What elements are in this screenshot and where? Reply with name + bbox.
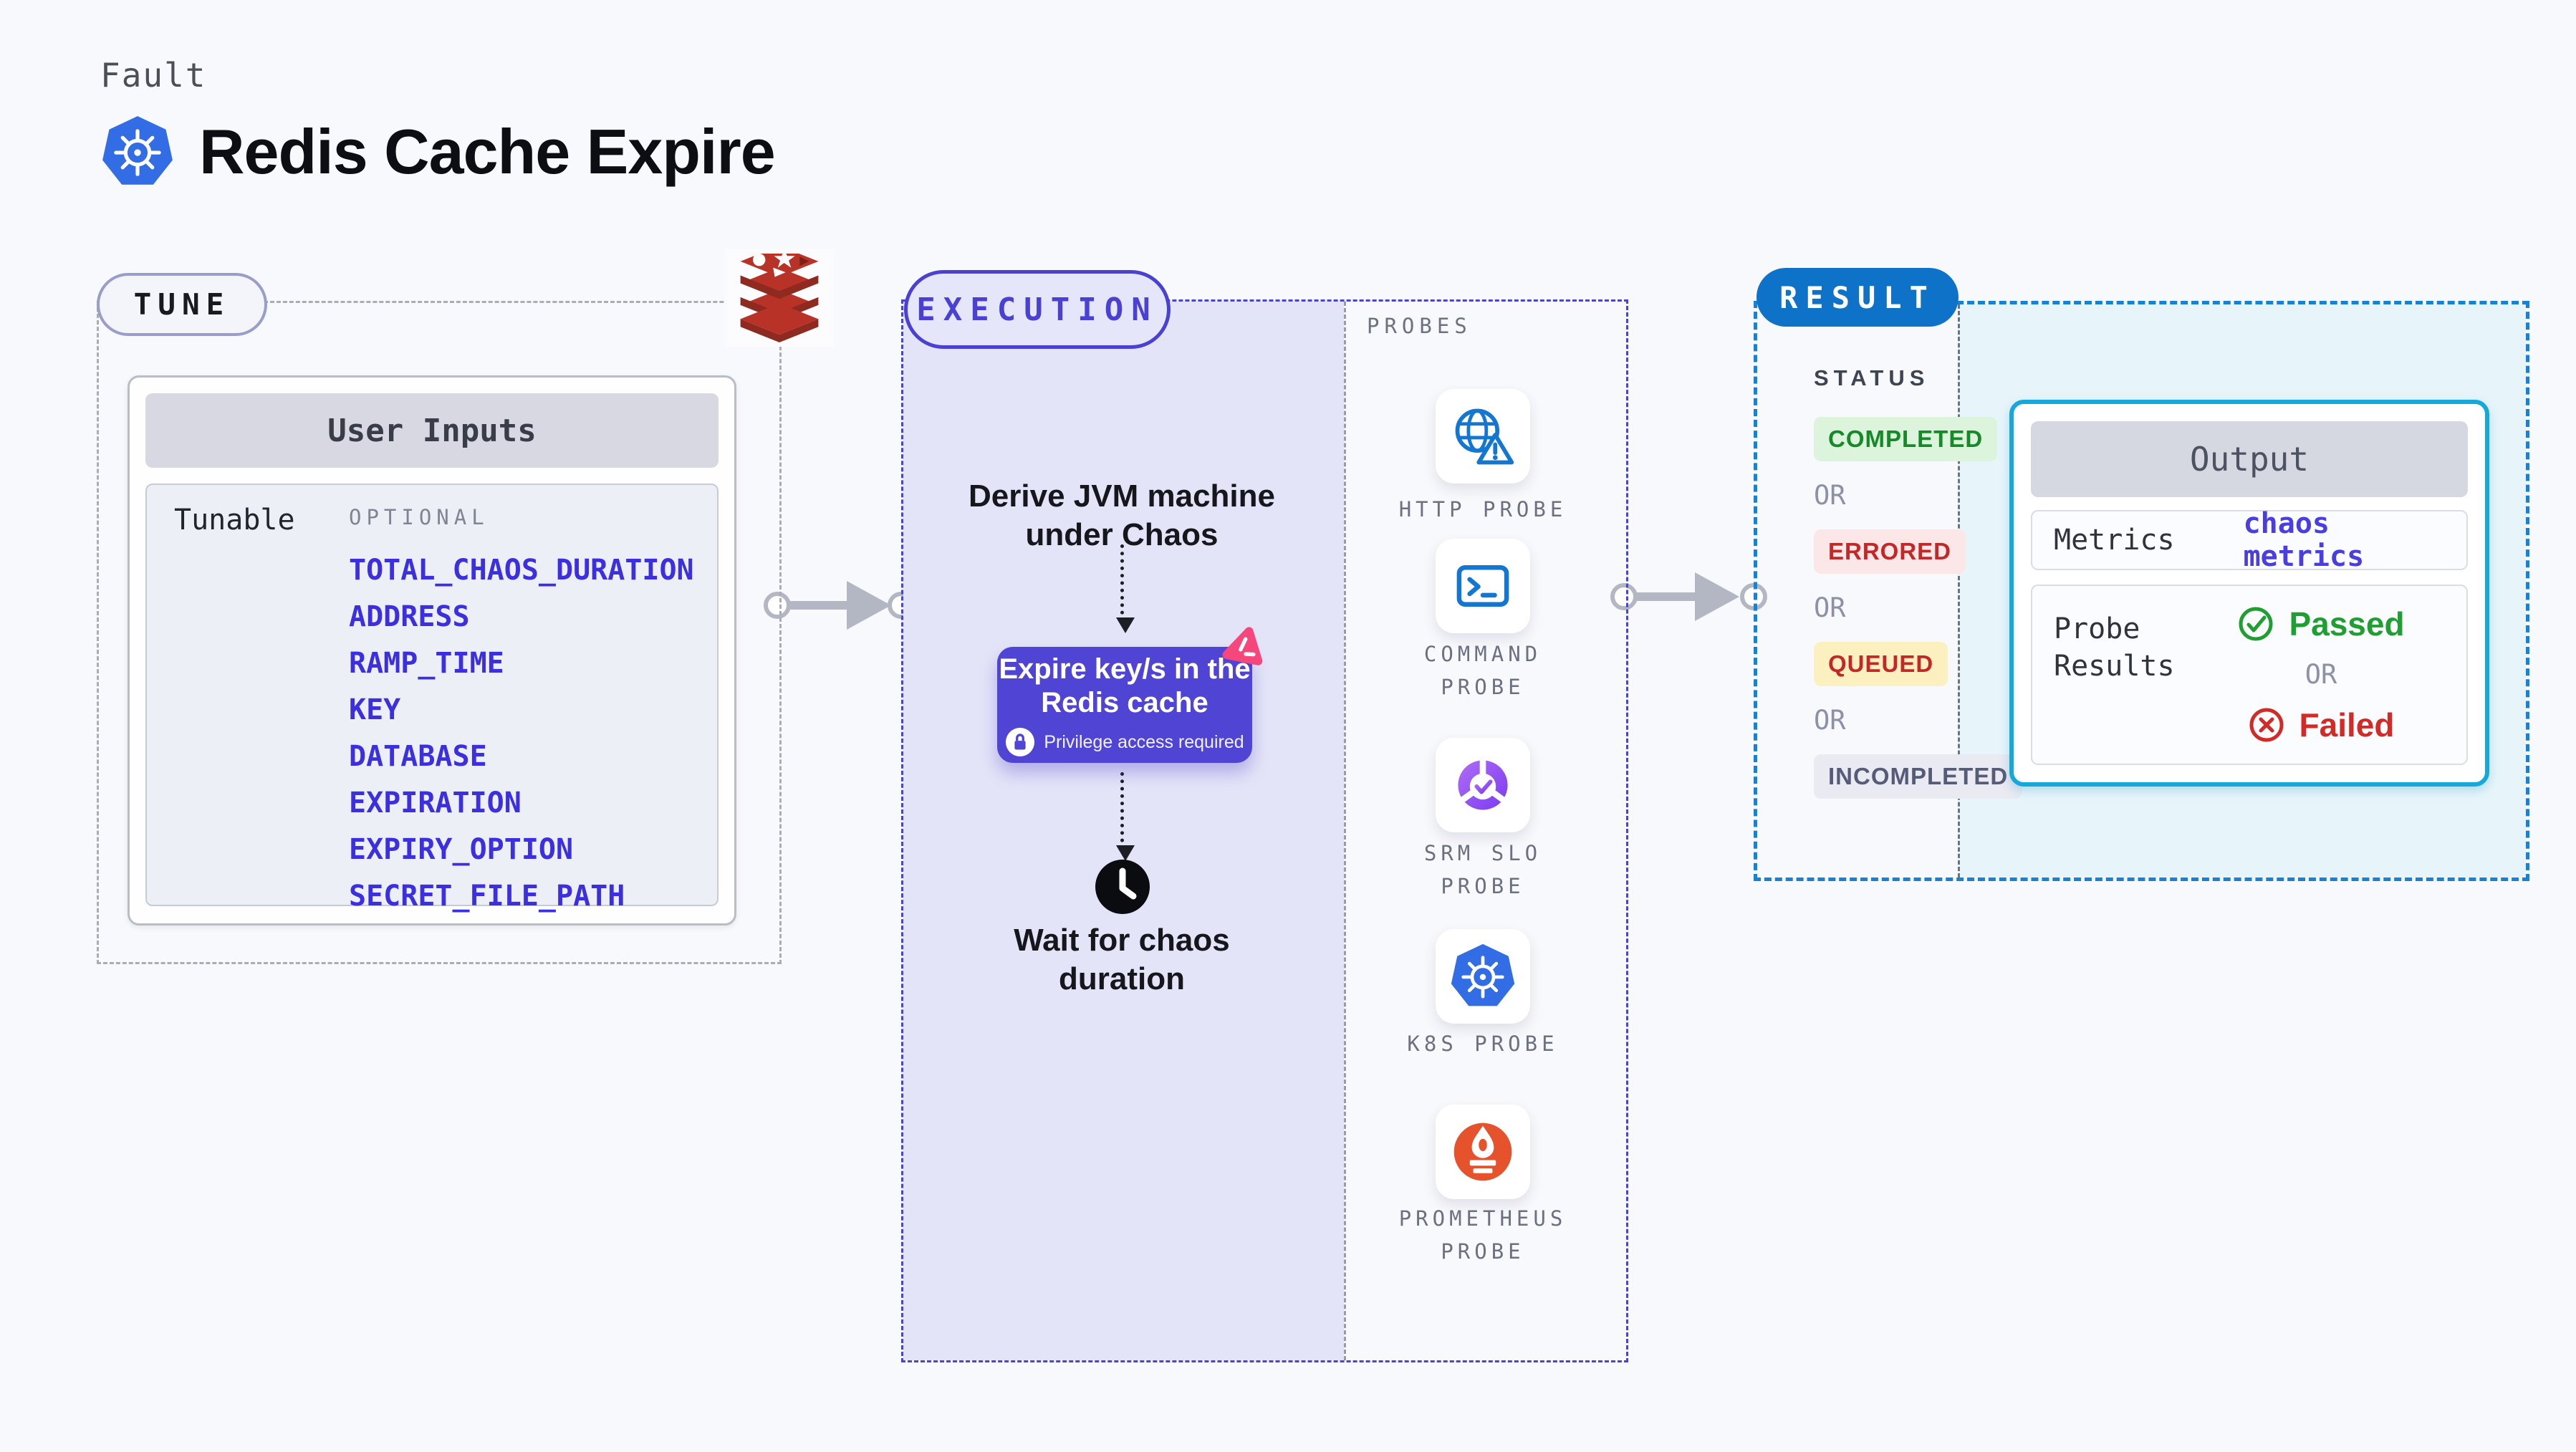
optional-label: OPTIONAL	[349, 505, 489, 529]
command-probe-card	[1436, 539, 1530, 633]
srm-slo-probe-label: SRM SLO PROBE	[1423, 841, 1542, 899]
command-probe-label: COMMAND PROBE	[1423, 642, 1542, 700]
user-inputs-body: Tunable OPTIONAL TOTAL_CHAOS_DURATION AD…	[145, 484, 719, 913]
tune-badge: TUNE	[97, 273, 267, 336]
or-label: OR	[2305, 659, 2337, 690]
probes-label: PROBES	[1367, 314, 1472, 338]
privilege-note-text: Privilege access required	[1044, 731, 1244, 752]
k8s-probe-icon	[1449, 943, 1517, 1010]
chaos-fault-icon	[1222, 627, 1263, 665]
tune-container	[97, 301, 782, 964]
status-label: STATUS	[1814, 365, 1930, 390]
page-title: Redis Cache Expire	[199, 116, 776, 187]
lock-icon	[1006, 728, 1035, 757]
flow-dotted-arrow	[1116, 772, 1135, 861]
check-circle-icon	[2239, 607, 2273, 641]
user-inputs-title: User Inputs	[145, 393, 719, 468]
tunable-field: TOTAL_CHAOS_DURATION	[349, 554, 694, 587]
tunable-label: Tunable	[174, 504, 295, 537]
metrics-label: Metrics	[2054, 524, 2175, 557]
clock-icon	[1095, 860, 1150, 914]
execution-badge: EXECUTION	[904, 270, 1171, 349]
probe-results-row: Probe Results Passed OR Failed	[2031, 585, 2468, 765]
probe-result-passed: Passed	[2237, 605, 2405, 643]
metrics-value: chaos metrics	[2243, 507, 2365, 573]
status-badge-queued: QUEUED	[1814, 642, 1948, 686]
wait-step-text: Wait for chaos duration	[1014, 923, 1230, 996]
flow-dotted-arrow	[1116, 544, 1135, 633]
probe-result-failed: Failed	[2248, 706, 2395, 744]
or-label: OR	[1814, 705, 1846, 736]
kubernetes-icon	[100, 113, 175, 191]
tunable-field: SECRET_FILE_PATH	[349, 880, 625, 913]
status-badge-errored: ERRORED	[1814, 529, 1966, 574]
tunable-field: EXPIRY_OPTION	[349, 833, 574, 866]
prometheus-probe-label: PROMETHEUS PROBE	[1398, 1206, 1567, 1264]
result-badge: RESULT	[1756, 268, 1959, 327]
http-probe-icon	[1455, 408, 1514, 465]
tunable-field: KEY	[349, 693, 401, 726]
failed-label: Failed	[2299, 706, 2395, 744]
tunable-field-list: TOTAL_CHAOS_DURATION ADDRESS RAMP_TIME K…	[349, 554, 694, 926]
command-probe-icon	[1456, 565, 1509, 607]
tunable-field: ADDRESS	[349, 600, 470, 633]
or-label: OR	[1814, 480, 1846, 511]
http-probe-card	[1436, 389, 1530, 484]
srm-slo-probe-card	[1436, 738, 1530, 832]
privilege-note: Privilege access required	[1005, 727, 1244, 757]
http-probe-label: HTTP PROBE	[1398, 497, 1567, 521]
execution-container	[901, 299, 1628, 1362]
metrics-row: Metrics chaos metrics	[2031, 507, 2468, 573]
prometheus-probe-card	[1436, 1105, 1530, 1199]
output-card: Output Metrics chaos metrics Probe Resul…	[2009, 400, 2489, 787]
or-label: OR	[1814, 592, 1846, 623]
redis-icon	[725, 249, 834, 347]
k8s-probe-card	[1436, 929, 1530, 1024]
derive-step-text: Derive JVM machine under Chaos	[969, 479, 1275, 552]
tunable-field: DATABASE	[349, 740, 487, 773]
status-badge-completed: COMPLETED	[1814, 417, 1998, 461]
output-title: Output	[2031, 421, 2468, 497]
fault-step-title: Expire key/s in the Redis cache	[999, 653, 1251, 718]
status-separator	[1958, 304, 1960, 878]
tunable-field: RAMP_TIME	[349, 647, 504, 680]
probe-results-values: Passed OR Failed	[2176, 605, 2466, 744]
tunable-field: EXPIRATION	[349, 787, 522, 819]
probe-results-label: Probe Results	[2054, 612, 2175, 683]
status-badge-incompleted: INCOMPLETED	[1814, 754, 2023, 799]
k8s-probe-label: K8S PROBE	[1407, 1032, 1559, 1056]
srm-slo-probe-icon	[1456, 756, 1510, 810]
user-inputs-card: User Inputs Tunable OPTIONAL TOTAL_CHAOS…	[128, 375, 736, 925]
probes-separator	[1344, 302, 1346, 1360]
fault-kicker: Fault	[100, 56, 207, 95]
prometheus-probe-icon	[1453, 1122, 1512, 1181]
passed-label: Passed	[2289, 605, 2405, 643]
fault-step-card: Expire key/s in the Redis cache Privileg…	[997, 647, 1252, 763]
page-title-row: Redis Cache Expire	[100, 113, 776, 191]
status-list: COMPLETED OR ERRORED OR QUEUED OR INCOMP…	[1814, 417, 2023, 799]
x-circle-icon	[2249, 708, 2284, 742]
